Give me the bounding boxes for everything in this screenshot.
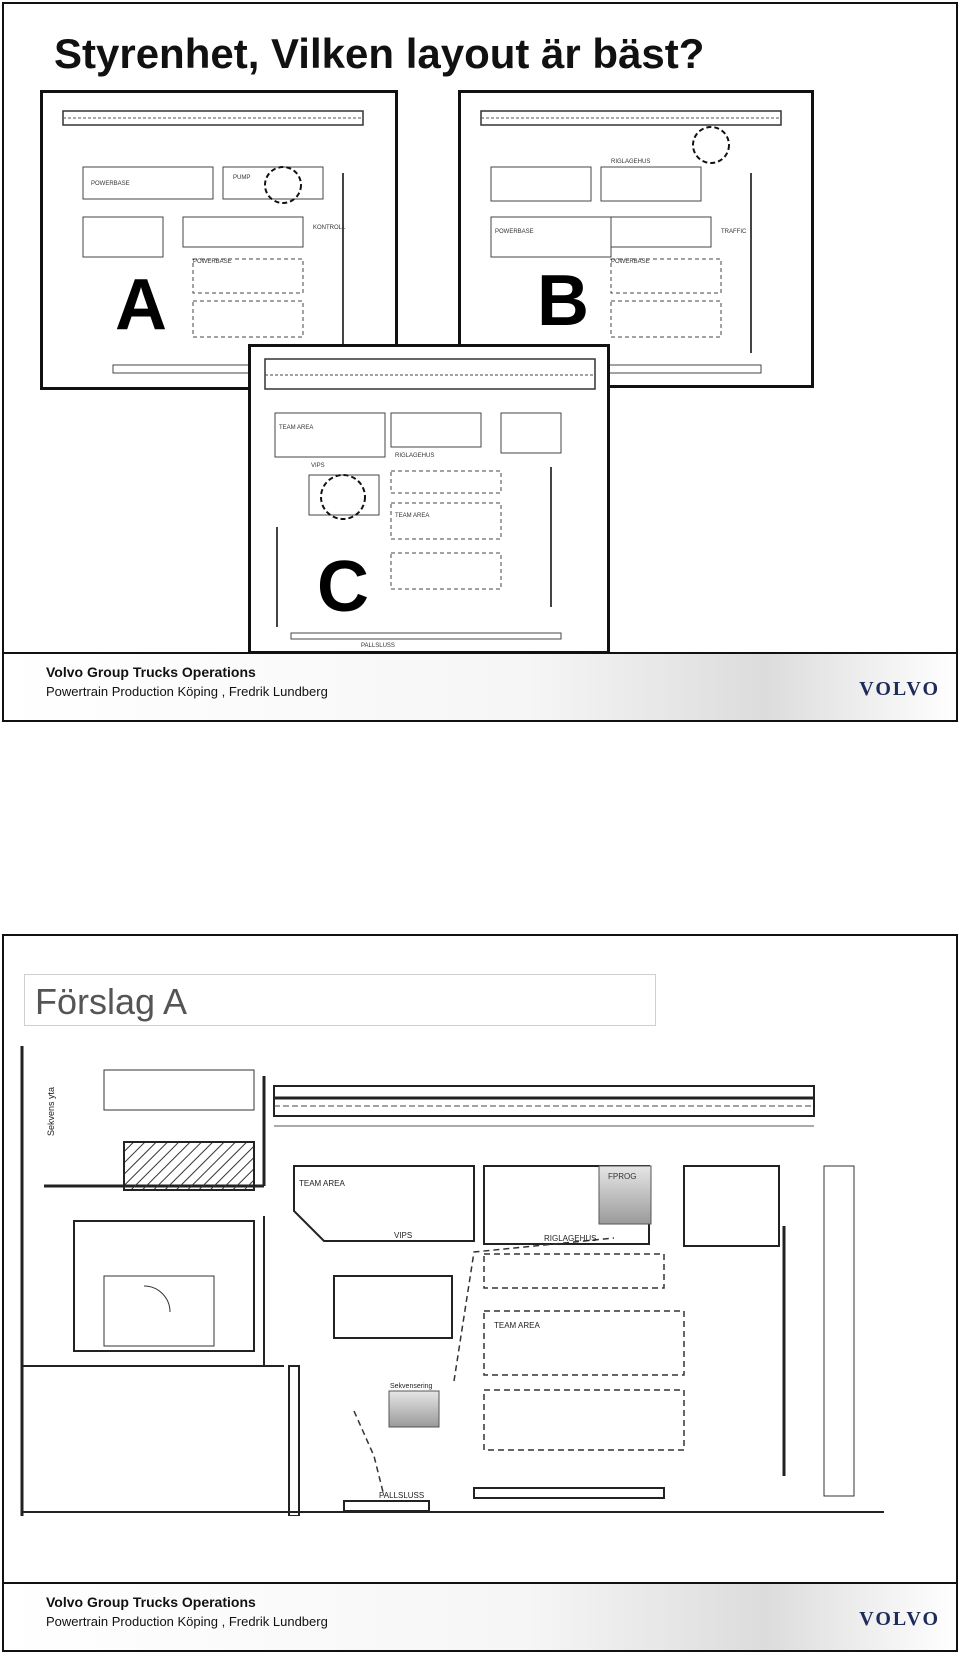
slide-title: Förslag A — [35, 981, 188, 1022]
slide-footer: Volvo Group Trucks Operations Powertrain… — [4, 1582, 956, 1650]
plan-label: Sekvens yta — [46, 1087, 56, 1136]
plan-label: POWERBASE — [611, 259, 650, 265]
volvo-logo: VOLVO — [859, 1608, 940, 1630]
plan-label: RIGLAGEHUS — [611, 159, 650, 165]
slide-proposal-a: Förslag A — [2, 934, 958, 1652]
plan-letter: C — [317, 547, 369, 627]
plan-label: RIGLAGEHUS — [544, 1234, 596, 1243]
slide-footer: Volvo Group Trucks Operations Powertrain… — [4, 652, 956, 720]
layout-plan-b: RIGLAGEHUS POWERBASE POWERBASE TRAFFIC B — [458, 90, 814, 388]
floor-plan-drawing: Sekvens yta TEAM AREA VIPS RIGLAGEHUS FP… — [20, 1046, 884, 1516]
plan-label: VIPS — [394, 1231, 412, 1240]
plan-label: TRAFFIC — [721, 229, 747, 235]
plan-label: TEAM AREA — [299, 1179, 345, 1188]
layout-plan-a: POWERBASE POWERBASE PUMP KONTROLL A — [40, 90, 398, 390]
plan-label: POWERBASE — [91, 181, 130, 187]
plan-label: POWERBASE — [495, 229, 534, 235]
plan-label: VIPS — [311, 463, 325, 469]
title-box: Förslag A — [24, 974, 656, 1026]
plan-letter: B — [537, 261, 589, 341]
plan-label: FPROG — [608, 1172, 636, 1181]
footer-org: Volvo Group Trucks Operations — [46, 664, 256, 680]
plan-label: POWERBASE — [193, 259, 232, 265]
layout-plan-c: TEAM AREA RIGLAGEHUS TEAM AREA VIPS PALL… — [248, 344, 610, 654]
plan-label: PALLSLUSS — [379, 1491, 424, 1500]
floor-plan-drawing: RIGLAGEHUS POWERBASE POWERBASE TRAFFIC — [480, 110, 782, 374]
floor-plan-drawing: POWERBASE POWERBASE PUMP KONTROLL — [62, 110, 364, 374]
volvo-logo: VOLVO — [859, 678, 940, 700]
plan-label: TEAM AREA — [395, 513, 429, 519]
plan-label: TEAM AREA — [494, 1321, 540, 1330]
footer-subtitle: Powertrain Production Köping , Fredrik L… — [46, 1614, 328, 1629]
floor-plan-drawing: TEAM AREA RIGLAGEHUS TEAM AREA VIPS PALL… — [264, 358, 596, 649]
footer-subtitle: Powertrain Production Köping , Fredrik L… — [46, 684, 328, 699]
slide-title: Styrenhet, Vilken layout är bäst? — [54, 30, 705, 77]
plan-letter: A — [115, 265, 167, 345]
footer-org: Volvo Group Trucks Operations — [46, 1594, 256, 1610]
plan-label: KONTROLL — [313, 225, 346, 231]
plan-label: Sekvensering — [390, 1383, 433, 1390]
plan-label: PUMP — [233, 175, 250, 181]
slide-layout-options: Styrenhet, Vilken layout är bäst? POWERB… — [2, 2, 958, 722]
plan-label: TEAM AREA — [279, 425, 313, 431]
plan-label: PALLSLUSS — [361, 643, 395, 649]
plan-label: RIGLAGEHUS — [395, 453, 434, 459]
